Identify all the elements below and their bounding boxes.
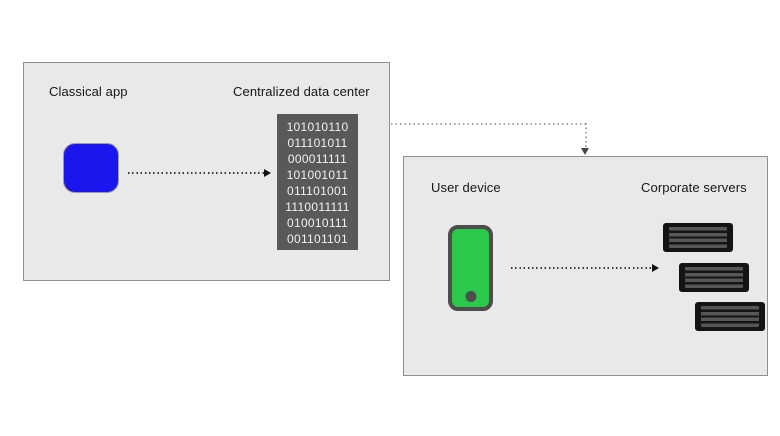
smartphone-icon xyxy=(448,225,493,311)
corporate-servers-label: Corporate servers xyxy=(641,180,747,195)
server-stripes xyxy=(685,267,743,288)
arrow-app-to-datacenter-icon xyxy=(128,169,271,177)
connector-vertical-dotted-line xyxy=(585,123,587,148)
classical-app-icon xyxy=(63,143,119,193)
dotted-line xyxy=(128,172,264,174)
binary-data-block: 101010110 011101011 000011111 101001011 0111… xyxy=(277,114,358,250)
binary-row: 001101101 xyxy=(287,232,348,246)
connector-horizontal-dotted-line xyxy=(391,123,586,125)
user-device-label: User device xyxy=(431,180,501,195)
binary-row: 101001011 xyxy=(286,168,349,182)
dotted-line xyxy=(511,267,652,269)
binary-row: 1110011111 xyxy=(285,200,350,214)
arrowhead-right-icon xyxy=(264,169,271,177)
binary-row: 011101001 xyxy=(287,184,348,198)
classical-app-label: Classical app xyxy=(49,84,128,99)
binary-row: 000011111 xyxy=(287,152,348,166)
arrow-device-to-servers-icon xyxy=(511,264,659,272)
server-stack-icon xyxy=(663,223,733,252)
datacenter-label: Centralized data center xyxy=(233,84,370,99)
server-stripes xyxy=(669,227,727,248)
home-button-icon xyxy=(465,291,476,302)
server-stack-icon xyxy=(679,263,749,292)
user-device-panel: User device Corporate servers xyxy=(403,156,768,376)
classical-app-panel: Classical app Centralized data center 10… xyxy=(23,62,390,281)
binary-row: 010010111 xyxy=(287,216,348,230)
arrowhead-right-icon xyxy=(652,264,659,272)
binary-row: 101010110 xyxy=(286,120,349,134)
arrowhead-down-icon xyxy=(581,148,589,155)
binary-row: 011101011 xyxy=(287,136,348,150)
server-stack-icon xyxy=(695,302,765,331)
server-stripes xyxy=(701,306,759,327)
